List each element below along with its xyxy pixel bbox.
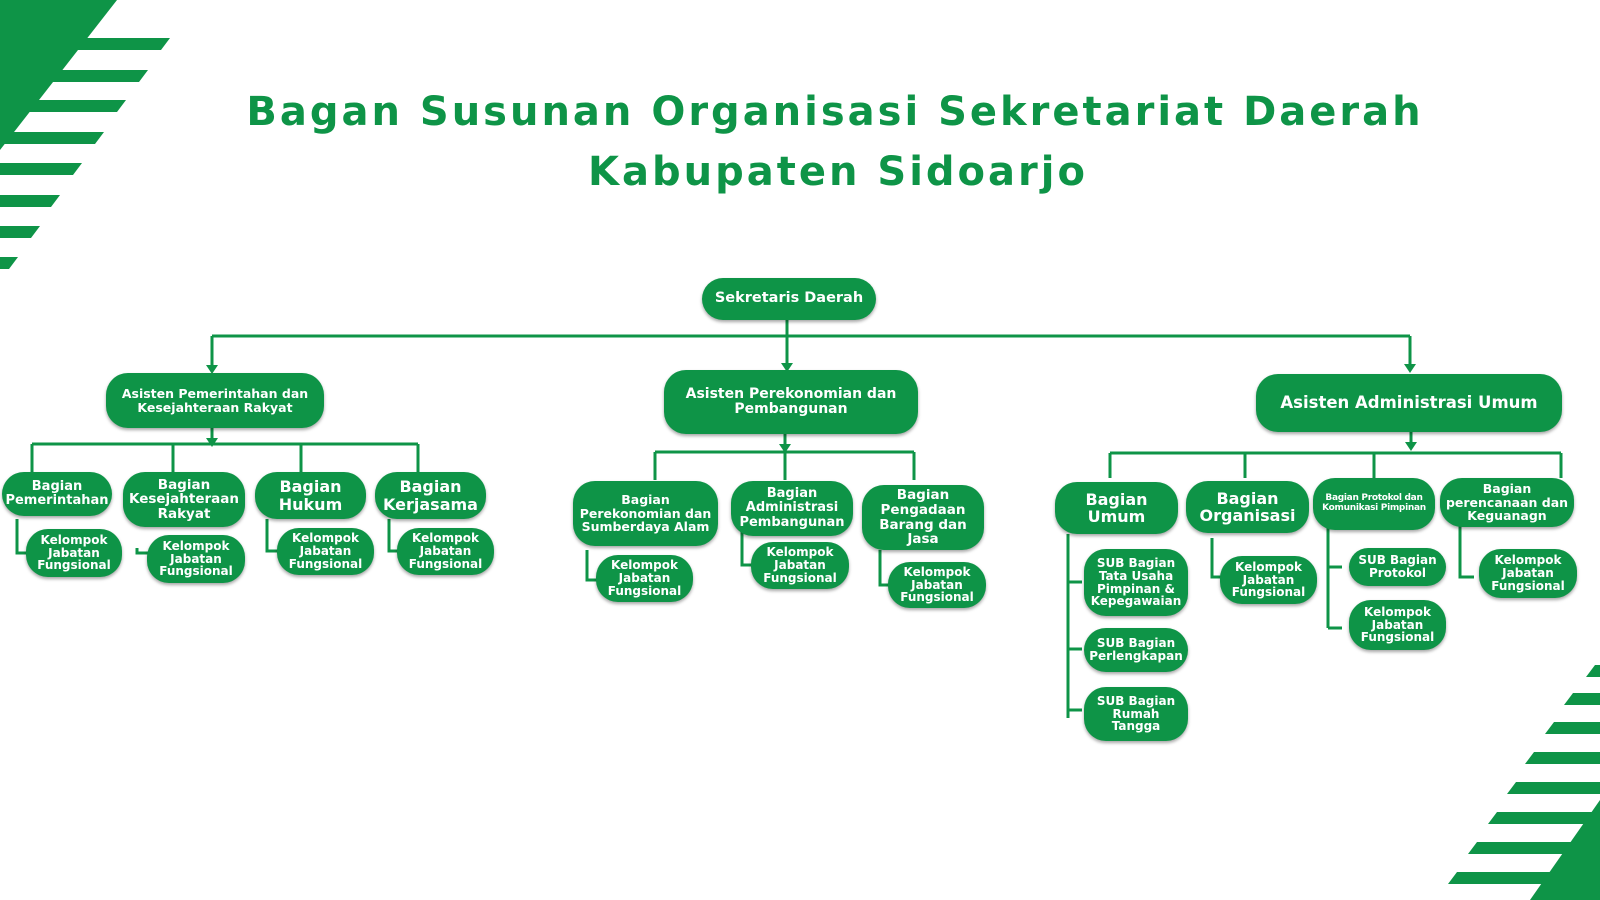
deco-stripe	[0, 257, 18, 269]
node-kelompok-jabatan-fungsional: Kelompok Jabatan Fungsional	[888, 562, 986, 608]
deco-stripe	[0, 226, 40, 238]
connector-line	[265, 519, 279, 553]
deco-stripe	[0, 163, 82, 175]
node-bagian-pengadaan-barang-jasa: Bagian Pengadaan Barang dan Jasa	[862, 485, 984, 550]
node-kelompok-jabatan-fungsional: Kelompok Jabatan Fungsional	[1479, 549, 1577, 598]
node-sub-bagian-perlengkapan: SUB Bagian Perlengkapan	[1084, 628, 1188, 672]
node-bagian-kerjasama: Bagian Kerjasama	[375, 472, 486, 519]
connector-line	[135, 548, 149, 555]
node-kelompok-jabatan-fungsional: Kelompok Jabatan Fungsional	[1220, 556, 1317, 604]
node-bagian-umum: Bagian Umum	[1055, 482, 1178, 534]
node-bagian-organisasi: Bagian Organisasi	[1186, 481, 1309, 533]
deco-stripe	[1488, 812, 1600, 824]
chart-title-line-2: Kabupaten Sidoarjo	[588, 149, 1088, 195]
connector-line	[740, 530, 754, 567]
deco-stripe	[1468, 842, 1600, 854]
deco-stripe	[1564, 693, 1600, 705]
node-asisten-perekonomian: Asisten Perekonomian dan Pembangunan	[664, 370, 918, 434]
deco-stripe	[0, 38, 170, 50]
arrow-icon	[781, 363, 793, 372]
deco-stripe	[1525, 752, 1600, 764]
chart-title-line-1: Bagan Susunan Organisasi Sekretariat Dae…	[246, 89, 1424, 135]
node-sub-bagian-protokol: SUB Bagian Protokol	[1349, 548, 1446, 586]
node-asisten-pemerintahan: Asisten Pemerintahan dan Kesejahteraan R…	[106, 373, 324, 428]
deco-stripe	[0, 195, 60, 207]
node-bagian-kesejahteraan: Bagian Kesejahteraan Rakyat	[123, 472, 245, 527]
arrow-icon	[779, 444, 791, 453]
arrow-icon	[1405, 442, 1417, 451]
deco-stripe	[0, 132, 104, 144]
node-bagian-perencanaan: Bagian perencanaan dan Keguanagn	[1440, 478, 1574, 527]
node-bagian-perekonomian-sda: Bagian Perekonomian dan Sumberdaya Alam	[573, 481, 718, 546]
deco-stripe	[0, 100, 126, 112]
node-sekretaris-daerah: Sekretaris Daerah	[702, 278, 876, 320]
node-bagian-protokol: Bagian Protokol dan Komunikasi Pimpinan	[1313, 478, 1435, 530]
deco-stripe	[1448, 872, 1600, 884]
connector-line	[1458, 520, 1474, 579]
deco-stripe	[1507, 782, 1600, 794]
node-sub-bagian-tata-usaha: SUB Bagian Tata Usaha Pimpinan & Kepegaw…	[1084, 549, 1188, 616]
node-kelompok-jabatan-fungsional: Kelompok Jabatan Fungsional	[147, 535, 245, 583]
node-asisten-administrasi-umum: Asisten Administrasi Umum	[1256, 374, 1562, 432]
connector-line	[585, 550, 599, 582]
arrow-icon	[1404, 364, 1416, 373]
deco-stripe	[1586, 665, 1600, 677]
node-kelompok-jabatan-fungsional: Kelompok Jabatan Fungsional	[26, 529, 122, 577]
deco-stripe	[0, 70, 148, 82]
node-kelompok-jabatan-fungsional: Kelompok Jabatan Fungsional	[596, 555, 693, 602]
node-sub-bagian-rumah-tangga: SUB Bagian Rumah Tangga	[1084, 687, 1188, 741]
node-bagian-hukum: Bagian Hukum	[255, 472, 366, 519]
node-kelompok-jabatan-fungsional: Kelompok Jabatan Fungsional	[751, 542, 849, 589]
node-kelompok-jabatan-fungsional: Kelompok Jabatan Fungsional	[1349, 600, 1446, 650]
node-bagian-administrasi-pembangunan: Bagian Administrasi Pembangunan	[731, 481, 853, 536]
node-kelompok-jabatan-fungsional: Kelompok Jabatan Fungsional	[277, 528, 374, 575]
deco-stripe	[1545, 722, 1600, 734]
connector-line	[15, 519, 29, 555]
decorative-stripes-top-left	[0, 0, 170, 269]
node-kelompok-jabatan-fungsional: Kelompok Jabatan Fungsional	[397, 528, 494, 575]
node-bagian-pemerintahan: Bagian Pemerintahan	[2, 472, 112, 516]
arrow-icon	[206, 365, 218, 374]
